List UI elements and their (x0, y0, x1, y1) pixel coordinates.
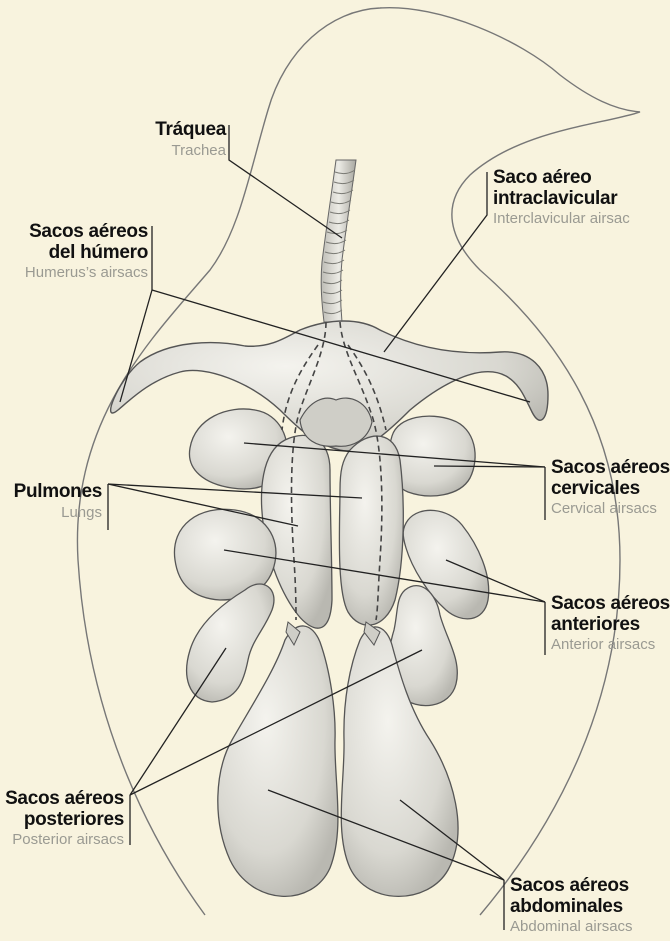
label-intraclavicular-en: Interclavicular airsac (493, 211, 630, 227)
label-humerus-en: Humerus’s airsacs (25, 265, 148, 281)
label-humerus-es-1: Sacos aéreos (25, 222, 148, 243)
label-cervical: Sacos aéreos cervicales Cervical airsacs (551, 458, 670, 517)
posterior-sac-left (187, 584, 274, 702)
label-abdominal-es-1: Sacos aéreos (510, 876, 633, 897)
label-posterior-es-2: posteriores (5, 810, 124, 831)
label-cervical-en: Cervical airsacs (551, 501, 670, 517)
label-posterior: Sacos aéreos posteriores Posterior airsa… (5, 789, 124, 848)
label-anterior-es-2: anteriores (551, 615, 670, 636)
label-intraclavicular-es-1: Saco aéreo (493, 168, 630, 189)
label-posterior-en: Posterior airsacs (5, 832, 124, 848)
label-anterior-es-1: Sacos aéreos (551, 594, 670, 615)
label-anterior: Sacos aéreos anteriores Anterior airsacs (551, 594, 670, 653)
label-trachea-es: Tráquea (155, 120, 226, 141)
label-abdominal-es-2: abdominales (510, 897, 633, 918)
syrinx-illustration (300, 398, 372, 446)
lung-right (339, 436, 403, 625)
label-intraclavicular-es-2: intraclavicular (493, 189, 630, 210)
label-trachea-en: Trachea (155, 143, 226, 159)
leader-posterior-left (130, 648, 226, 795)
label-abdominal: Sacos aéreos abdominales Abdominal airsa… (510, 876, 633, 935)
label-anterior-en: Anterior airsacs (551, 637, 670, 653)
label-lungs: Pulmones Lungs (14, 482, 102, 521)
label-humerus-es-2: del húmero (25, 243, 148, 264)
label-cervical-es-2: cervicales (551, 479, 670, 500)
leader-trachea (229, 125, 342, 238)
leader-intraclavicular (384, 172, 487, 352)
trachea-illustration (321, 160, 356, 322)
label-humerus: Sacos aéreos del húmero Humerus’s airsac… (25, 222, 148, 281)
label-lungs-es: Pulmones (14, 482, 102, 503)
label-trachea: Tráquea Trachea (155, 120, 226, 159)
label-cervical-es-1: Sacos aéreos (551, 458, 670, 479)
label-intraclavicular: Saco aéreo intraclavicular Interclavicul… (493, 168, 630, 227)
label-abdominal-en: Abdominal airsacs (510, 919, 633, 935)
label-posterior-es-1: Sacos aéreos (5, 789, 124, 810)
label-lungs-en: Lungs (14, 505, 102, 521)
